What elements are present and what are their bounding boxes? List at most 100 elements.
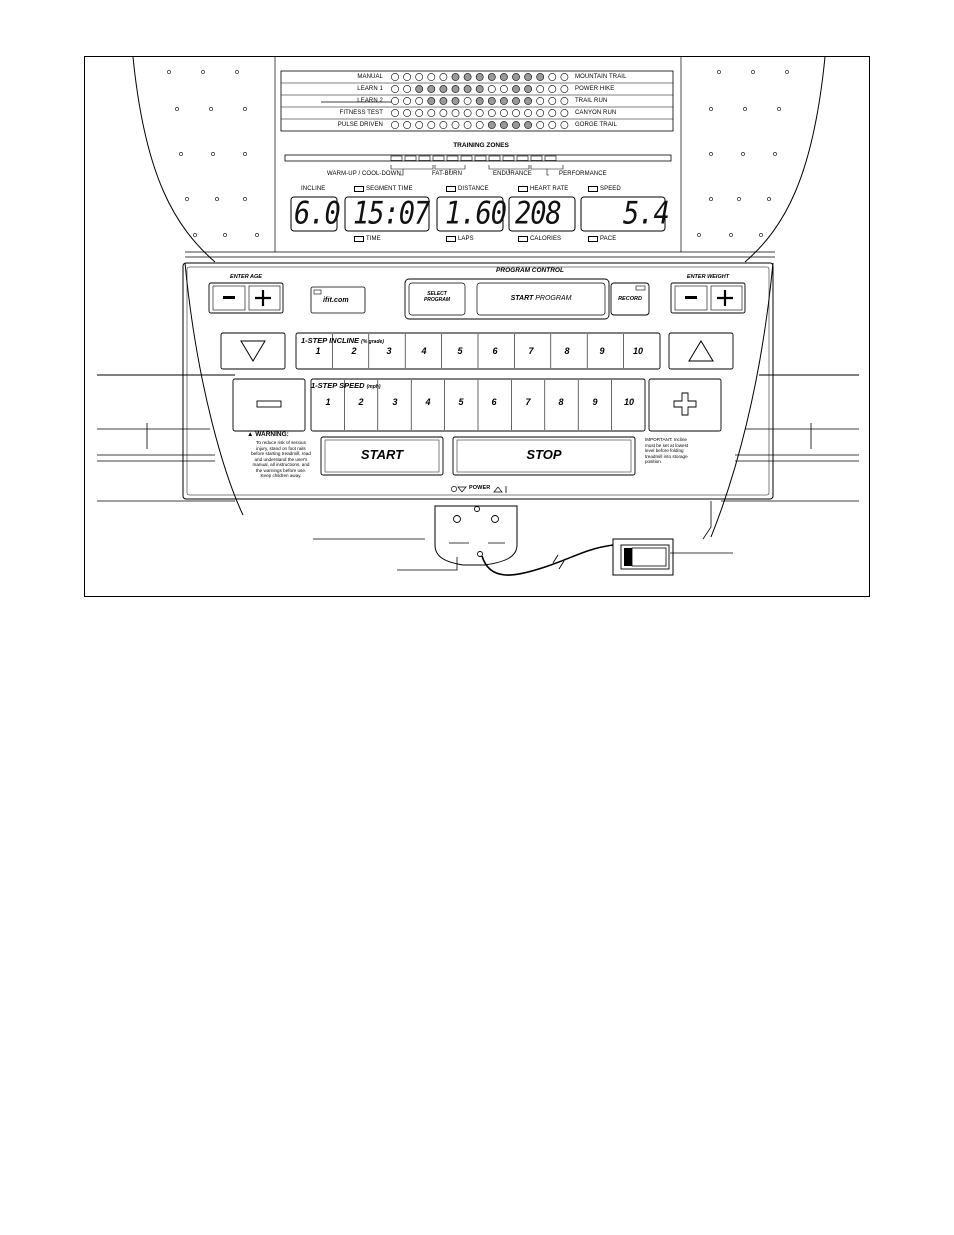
age-decrease-button[interactable] [213,286,245,310]
panel-dot [167,70,171,74]
program-led [536,121,545,129]
warning-text: To reduce risk of serious injury, stand … [251,440,311,478]
speed-label: SPEED [600,186,621,192]
speed-step-5[interactable]: 5 [458,397,464,407]
record-button[interactable]: RECORD [618,296,642,302]
zone-led [432,155,445,161]
zone-led [404,155,417,161]
panel-dot [211,152,215,156]
panel-dot [709,197,713,201]
program-led [548,85,557,93]
incline-step-7[interactable]: 7 [528,346,534,356]
speed-step-7[interactable]: 7 [525,397,531,407]
power-label: POWER [469,485,491,491]
laps-label: LAPS [458,236,474,242]
speed-row-title: 1-STEP SPEED (mph) [311,382,380,390]
speed-step-4[interactable]: 4 [425,397,431,407]
program-led [499,97,508,105]
panel-dot [767,197,771,201]
speed-step-10[interactable]: 10 [623,397,634,407]
program-power-hike[interactable]: POWER HIKE [575,86,615,92]
program-led [487,121,496,129]
panel-dot [185,197,189,201]
enter-age-label: ENTER AGE [230,274,262,280]
program-led [499,85,508,93]
speed-step-6[interactable]: 6 [491,397,497,407]
incline-step-9[interactable]: 9 [599,346,605,356]
panel-dot [741,152,745,156]
incline-step-6[interactable]: 6 [492,346,498,356]
program-pulse-driven[interactable]: PULSE DRIVEN [337,122,383,128]
start-program-button[interactable]: START PROGRAM [477,295,605,302]
speed-step-8[interactable]: 8 [558,397,564,407]
incline-step-1[interactable]: 1 [315,346,321,356]
program-learn-1[interactable]: LEARN 1 [357,86,383,92]
program-led [548,97,557,105]
program-led [439,109,448,117]
program-led [499,73,508,81]
program-led [463,109,472,117]
incline-display: 6.0 [294,195,341,232]
warning-icon: ▲ [247,431,254,438]
program-led [560,97,569,105]
program-led [415,73,424,81]
program-led [415,121,424,129]
enter-weight-label: ENTER WEIGHT [686,274,730,280]
incline-row-unit: (% grade) [361,339,384,345]
training-zone-leds [390,155,557,161]
program-led [451,97,460,105]
program-trail-run[interactable]: TRAIL RUN [575,98,608,104]
program-led [439,97,448,105]
start-program-program-word: PROGRAM [535,295,572,302]
console-line-art [97,57,859,576]
program-manual[interactable]: MANUAL [357,74,383,80]
heart-rate-label: HEART RATE [530,186,569,192]
incline-down-button[interactable] [221,333,285,369]
program-gorge-trail[interactable]: GORGE TRAIL [575,122,617,128]
incline-step-5[interactable]: 5 [457,346,463,356]
incline-step-3[interactable]: 3 [386,346,392,356]
power-switch[interactable] [621,545,669,569]
panel-dot [743,107,747,111]
program-fitness-test[interactable]: FITNESS TEST [339,110,383,116]
speed-step-2[interactable]: 2 [358,397,364,407]
speed-row-unit: (mph) [366,384,381,390]
weight-increase-button[interactable] [711,286,742,310]
stop-button[interactable]: STOP [526,447,562,462]
incline-step-10[interactable]: 10 [632,346,643,356]
start-button[interactable]: START [360,447,404,462]
program-led [548,109,557,117]
incline-row-title: 1-STEP INCLINE (% grade) [301,337,384,345]
program-led [427,121,436,129]
incline-step-4[interactable]: 4 [421,346,427,356]
select-program-button[interactable]: SELECT PROGRAM [409,292,465,303]
panel-dot [751,70,755,74]
program-led [391,73,399,81]
program-led [415,85,424,93]
speed-step-1[interactable]: 1 [325,397,331,407]
age-increase-button[interactable] [249,286,280,310]
panel-dot [243,197,247,201]
segment-time-label: SEGMENT TIME [366,186,413,192]
incline-up-button[interactable] [669,333,733,369]
zone-fat-burn-label: FAT-BURN [432,171,463,177]
program-canyon-run[interactable]: CANYON RUN [575,110,617,116]
program-led [427,85,436,93]
speed-step-9[interactable]: 9 [592,397,598,407]
speed-increase-button[interactable] [649,379,721,431]
program-led [512,121,520,129]
program-led [487,97,496,105]
program-learn-2[interactable]: LEARN 2 [357,98,383,104]
panel-dot [709,152,713,156]
program-led [475,97,484,105]
speed-decrease-button[interactable] [233,379,305,431]
weight-decrease-button[interactable] [675,286,707,310]
program-led [391,109,399,117]
speed-step-3[interactable]: 3 [392,397,398,407]
select-word: SELECT [427,291,447,297]
program-mountain-trail[interactable]: MOUNTAIN TRAIL [575,74,627,80]
incline-step-8[interactable]: 8 [564,346,570,356]
program-led [560,85,569,93]
program-led [427,73,436,81]
incline-step-2[interactable]: 2 [351,346,357,356]
